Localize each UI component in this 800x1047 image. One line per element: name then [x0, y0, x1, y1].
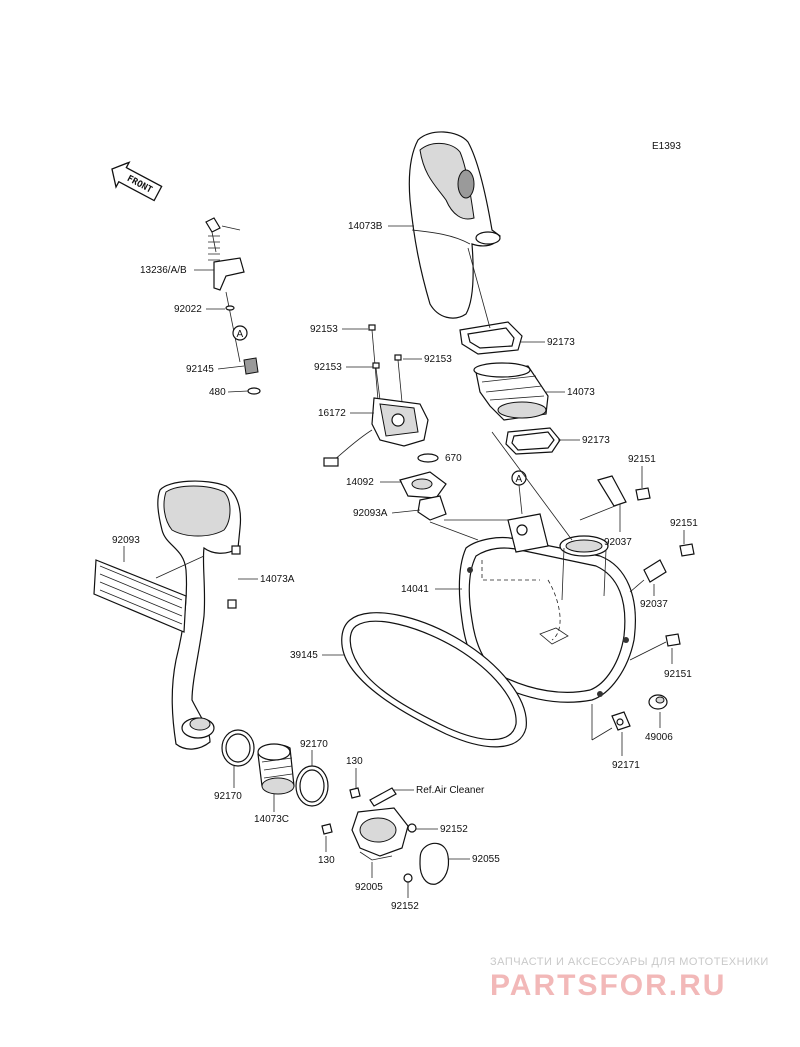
- label-92037-b: 92037: [640, 599, 668, 610]
- front-arrow-icon: FRONT: [111, 161, 163, 202]
- label-92093a: 92093A: [353, 508, 388, 519]
- housing-92005: [351, 807, 409, 861]
- label-92152-b: 92152: [391, 901, 419, 912]
- belt-39145: [341, 612, 527, 748]
- label-480: 480: [209, 387, 226, 398]
- label-92055: 92055: [472, 854, 500, 865]
- label-14073c: 14073C: [254, 814, 289, 825]
- label-49006: 49006: [645, 732, 673, 743]
- label-130-b: 130: [318, 855, 335, 866]
- diagram-code: E1393: [652, 141, 681, 152]
- duct-14073b: [408, 131, 501, 319]
- label-92022: 92022: [174, 304, 202, 315]
- label-92005: 92005: [355, 882, 383, 893]
- clamp-92170-left: [221, 729, 255, 767]
- label-92170-a: 92170: [214, 791, 242, 802]
- label-92152-a: 92152: [440, 824, 468, 835]
- label-92170-b: 92170: [300, 739, 328, 750]
- label-16172: 16172: [318, 408, 346, 419]
- cover-14041: [458, 513, 636, 703]
- label-14092: 14092: [346, 477, 374, 488]
- label-92093: 92093: [112, 535, 140, 546]
- label-92173-b: 92173: [582, 435, 610, 446]
- clamp-92170-right: [295, 765, 329, 807]
- sleeve-14073c: [257, 743, 295, 795]
- cable-13236: [205, 217, 245, 291]
- label-14073: 14073: [567, 387, 595, 398]
- label-92153-a: 92153: [310, 324, 338, 335]
- watermark-tagline: ЗАПЧАСТИ И АКСЕССУАРЫ ДЛЯ МОТОТЕХНИКИ: [490, 956, 769, 968]
- label-92145: 92145: [186, 364, 214, 375]
- label-39145: 39145: [290, 650, 318, 661]
- boot-14073: [473, 362, 549, 421]
- duct-14073a: [157, 480, 242, 750]
- label-92171: 92171: [612, 760, 640, 771]
- label-14041: 14041: [401, 584, 429, 595]
- label-13236: 13236/A/B: [140, 265, 187, 276]
- label-92151-b: 92151: [670, 518, 698, 529]
- label-130-a: 130: [346, 756, 363, 767]
- label-92037-a: 92037: [604, 537, 632, 548]
- callout-a-top: A: [237, 329, 244, 340]
- watermark-brand: PARTSFOR.RU: [490, 969, 726, 1002]
- callout-a-cover: A: [516, 474, 523, 485]
- label-92173-a: 92173: [547, 337, 575, 348]
- label-670: 670: [445, 453, 462, 464]
- ref-air-cleaner: Ref.Air Cleaner: [416, 785, 485, 796]
- label-92151-c: 92151: [664, 669, 692, 680]
- actuator-16172: [323, 324, 429, 467]
- label-92151-a: 92151: [628, 454, 656, 465]
- label-92153-c: 92153: [424, 354, 452, 365]
- label-92153-b: 92153: [314, 362, 342, 373]
- label-14073a: 14073A: [260, 574, 295, 585]
- callout-a-circle: [232, 325, 248, 341]
- label-14073b: 14073B: [348, 221, 383, 232]
